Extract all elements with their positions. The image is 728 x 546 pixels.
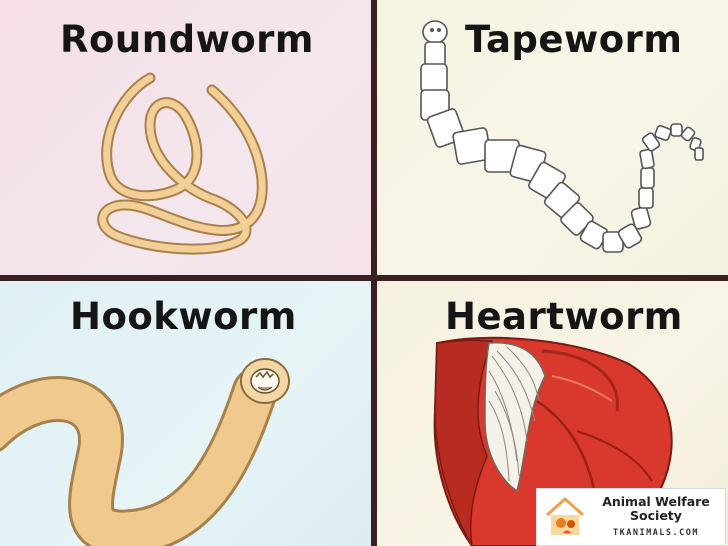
badge-website: TKANIMALS.COM bbox=[612, 528, 700, 538]
hookworm-illustration bbox=[0, 358, 290, 546]
watermark-badge: Animal Welfare Society TKANIMALS.COM bbox=[536, 488, 726, 546]
heartworm-title: Heartworm bbox=[445, 295, 683, 338]
heartworm-illustration bbox=[433, 336, 673, 546]
tapeworm-title: Tapeworm bbox=[465, 18, 683, 61]
hookworm-title: Hookworm bbox=[70, 295, 297, 338]
animal-welfare-logo bbox=[546, 497, 584, 535]
tapeworm-illustration bbox=[420, 20, 704, 253]
hookworm-panel: Hookworm bbox=[0, 281, 371, 546]
badge-organization-name: Animal Welfare Society bbox=[602, 494, 710, 523]
roundworm-illustration bbox=[97, 72, 268, 255]
roundworm-title: Roundworm bbox=[60, 18, 314, 61]
roundworm-panel: Roundworm bbox=[0, 0, 371, 275]
tapeworm-panel: Tapeworm bbox=[377, 0, 728, 275]
